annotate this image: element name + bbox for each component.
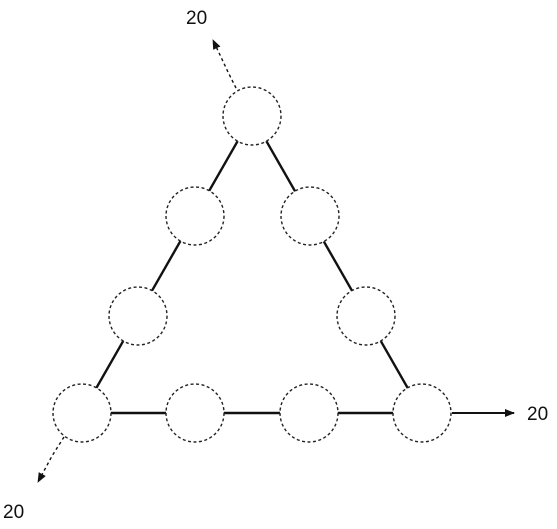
edge-left-side (80, 115, 254, 414)
output-arrows (37, 39, 515, 483)
nodes (52, 86, 452, 443)
triangle-edges (80, 115, 424, 415)
label-top: 20 (186, 8, 207, 29)
edge-right-side (250, 115, 424, 414)
node-bottom-center-left (165, 383, 225, 443)
label-bottom-left: 20 (3, 502, 24, 523)
node-bottom-center-right (279, 383, 339, 443)
node-bottom-left (52, 383, 112, 443)
arrow-bottom-left (37, 436, 65, 483)
node-bottom-right (392, 383, 452, 443)
node-top (222, 86, 282, 146)
label-right: 20 (527, 404, 548, 425)
arrow-top (212, 39, 237, 89)
node-right-middle (336, 286, 396, 346)
node-right-upper (280, 186, 340, 246)
node-left-upper (165, 186, 225, 246)
node-left-middle (108, 286, 168, 346)
